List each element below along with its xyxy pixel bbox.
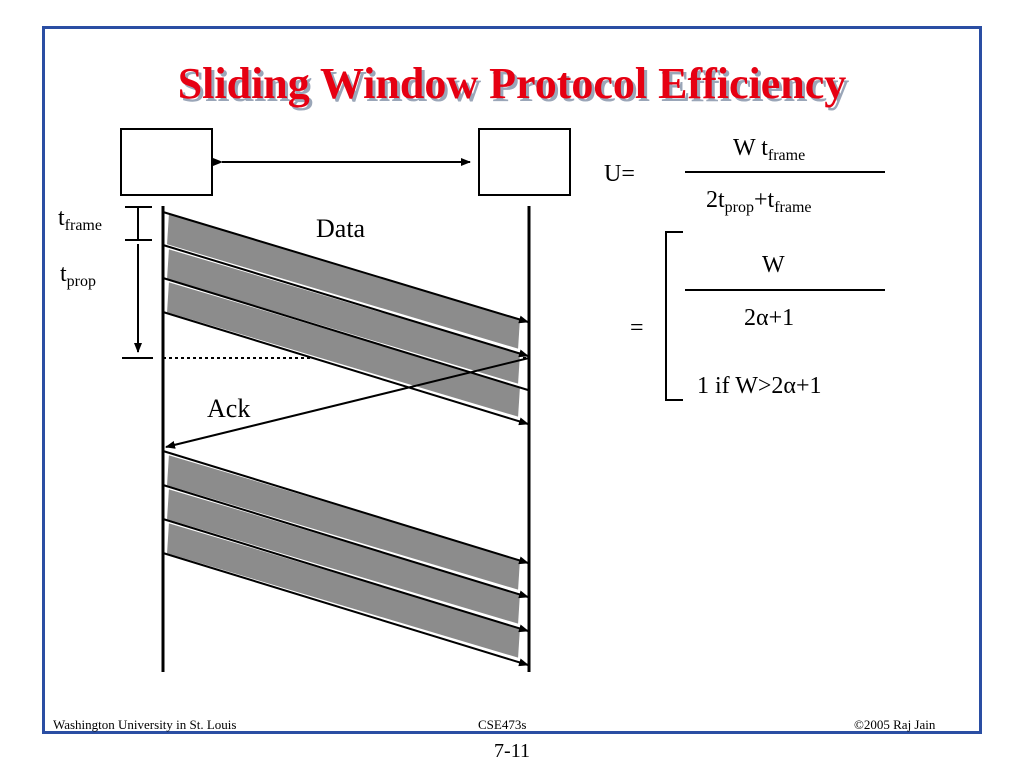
case2-text: 1 if W>2α+1	[697, 373, 822, 399]
slide-frame	[42, 26, 982, 734]
tframe-t: t	[58, 205, 65, 231]
frame-band-3	[162, 277, 529, 426]
tframe-label: tframe	[58, 206, 102, 234]
footer-right: ©2005 Raj Jain	[854, 717, 936, 732]
sender-box	[120, 128, 213, 196]
frame-band-6	[162, 518, 529, 667]
formula-numerator: W tframe	[733, 136, 805, 164]
den-sub2: frame	[774, 199, 812, 216]
case1-denominator: 2α+1	[744, 305, 795, 331]
formula-denominator: 2tprop+tframe	[706, 188, 812, 216]
tprop-sub: prop	[66, 273, 96, 290]
ack-label: Ack	[207, 394, 251, 423]
case1-numerator: W	[762, 252, 785, 278]
page-number: 7-11	[494, 740, 530, 762]
den-2t: 2t	[706, 187, 725, 213]
tprop-label: tprop	[60, 262, 96, 290]
footer-left: Washington University in St. Louis	[53, 717, 237, 732]
tprop-t: t	[60, 261, 67, 287]
receiver-box	[478, 128, 571, 196]
formula-equals: =	[630, 315, 644, 341]
slide-title: Sliding Window Protocol Efficiency	[177, 59, 847, 108]
data-label: Data	[316, 214, 366, 243]
num-w: W t	[733, 135, 768, 161]
tframe-sub: frame	[64, 217, 102, 234]
case-bracket	[665, 231, 683, 401]
den-plus: +t	[754, 187, 775, 213]
num-sub: frame	[767, 147, 806, 164]
formula-u: U=	[604, 161, 635, 187]
footer-center: CSE473s	[478, 717, 527, 732]
den-sub1: prop	[724, 199, 754, 216]
ack-arrow	[165, 357, 530, 449]
